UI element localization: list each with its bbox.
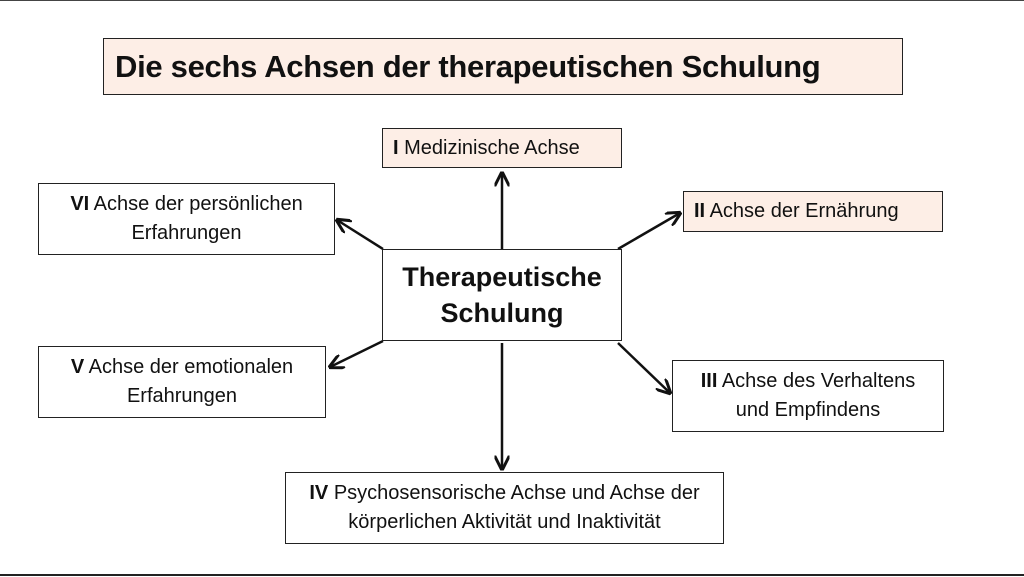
axis-label: Achse der emotionalen <box>88 356 294 378</box>
center-node: Therapeutische Schulung <box>382 249 622 341</box>
axis-numeral: IV <box>309 482 329 504</box>
axis-box-5: V Achse der emotionalen Erfahrungen <box>38 346 326 418</box>
axis-label-line2: Erfahrungen <box>131 222 242 244</box>
axis-box-3: III Achse des Verhaltens und Empfindens <box>672 360 944 432</box>
axis-numeral: III <box>700 370 718 392</box>
axis-numeral: V <box>70 356 85 378</box>
slide-title-text: Die sechs Achsen der therapeutischen Sch… <box>115 48 821 84</box>
axis-box-1: I Medizinische Achse <box>382 128 622 168</box>
arrow-to-axis-6 <box>337 220 384 251</box>
axis-numeral: II <box>694 200 706 222</box>
axis-label: Achse der Ernährung <box>709 200 899 222</box>
axis-label-line2: körperlichen Aktivität und Inaktivität <box>348 511 661 533</box>
arrow-to-axis-5 <box>330 339 384 367</box>
axis-box-6: VI Achse der persönlichen Erfahrungen <box>38 183 335 255</box>
axis-label: Achse der persönlichen <box>93 193 303 215</box>
center-node-line1: Therapeutische <box>402 262 602 292</box>
axis-numeral: VI <box>70 193 90 215</box>
axis-box-4: IV Psychosensorische Achse und Achse der… <box>285 472 724 544</box>
axis-label: Achse des Verhaltens <box>721 370 916 392</box>
axis-label-line2: und Empfindens <box>735 399 881 421</box>
axis-numeral: I <box>393 136 399 159</box>
center-node-line2: Schulung <box>440 298 564 328</box>
slide-title: Die sechs Achsen der therapeutischen Sch… <box>103 38 903 95</box>
arrow-to-axis-3 <box>617 342 670 393</box>
axis-label-line2: Erfahrungen <box>126 385 238 407</box>
arrow-to-axis-2 <box>617 213 680 251</box>
axis-label: Medizinische Achse <box>404 136 580 159</box>
axis-box-2: II Achse der Ernährung <box>683 191 943 232</box>
axis-label: Psychosensorische Achse und Achse der <box>333 482 700 504</box>
